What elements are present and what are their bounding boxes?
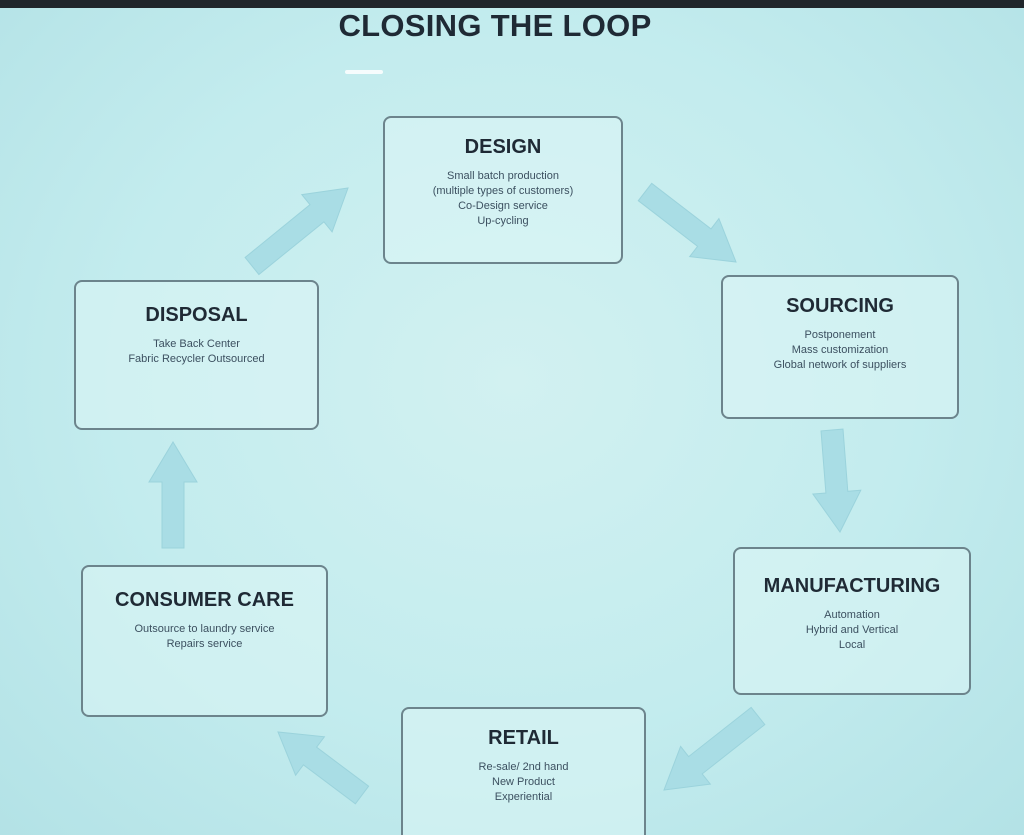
light-glare	[345, 70, 383, 74]
stage-manufacturing-details: Automation Hybrid and Vertical Local	[735, 608, 969, 653]
stage-retail-detail: Re-sale/ 2nd hand	[478, 761, 569, 773]
stage-sourcing-detail: Mass customization	[791, 344, 889, 356]
stage-sourcing-detail: Postponement	[804, 329, 876, 341]
stage-sourcing-title: SOURCING	[786, 295, 894, 317]
stage-design: DESIGN Small batch production (multiple …	[383, 116, 623, 264]
stage-sourcing-detail: Global network of suppliers	[773, 359, 907, 371]
stage-retail-detail: Experiential	[494, 791, 553, 803]
stage-design-detail: Up-cycling	[477, 215, 529, 227]
stage-disposal: DISPOSAL Take Back Center Fabric Recycle…	[74, 280, 319, 430]
stage-manufacturing-title: MANUFACTURING	[763, 575, 941, 597]
stage-retail: RETAIL Re-sale/ 2nd hand New Product Exp…	[401, 707, 646, 835]
diagram-title: CLOSING THE LOOP	[338, 8, 652, 43]
stage-manufacturing-detail: Hybrid and Vertical	[805, 624, 899, 636]
stage-consumer-care-details: Outsource to laundry service Repairs ser…	[83, 622, 326, 652]
stage-consumer-care-detail: Repairs service	[166, 638, 243, 650]
stage-disposal-title: DISPOSAL	[145, 304, 248, 326]
stage-sourcing: SOURCING Postponement Mass customization…	[721, 275, 959, 419]
stage-retail-details: Re-sale/ 2nd hand New Product Experienti…	[403, 760, 644, 805]
stage-disposal-detail: Fabric Recycler Outsourced	[128, 353, 265, 365]
stage-retail-detail: New Product	[492, 776, 555, 788]
stage-design-detail: Co-Design service	[458, 200, 548, 212]
stage-manufacturing-detail: Local	[838, 639, 866, 651]
stage-consumer-care: CONSUMER CARE Outsource to laundry servi…	[81, 565, 328, 717]
stage-disposal-detail: Take Back Center	[153, 338, 240, 350]
stage-sourcing-details: Postponement Mass customization Global n…	[723, 328, 957, 373]
stage-manufacturing: MANUFACTURING Automation Hybrid and Vert…	[733, 547, 971, 695]
stage-design-detail: Small batch production	[447, 170, 559, 182]
stage-retail-title: RETAIL	[488, 727, 559, 749]
stage-consumer-care-title: CONSUMER CARE	[115, 589, 294, 611]
stage-disposal-details: Take Back Center Fabric Recycler Outsour…	[76, 337, 317, 367]
stage-design-detail: (multiple types of customers)	[432, 185, 574, 197]
stage-design-title: DESIGN	[464, 136, 542, 158]
stage-design-details: Small batch production (multiple types o…	[385, 169, 621, 229]
stage-consumer-care-detail: Outsource to laundry service	[134, 623, 275, 635]
stage-manufacturing-detail: Automation	[824, 609, 880, 621]
screen-top-bezel	[0, 0, 1024, 8]
